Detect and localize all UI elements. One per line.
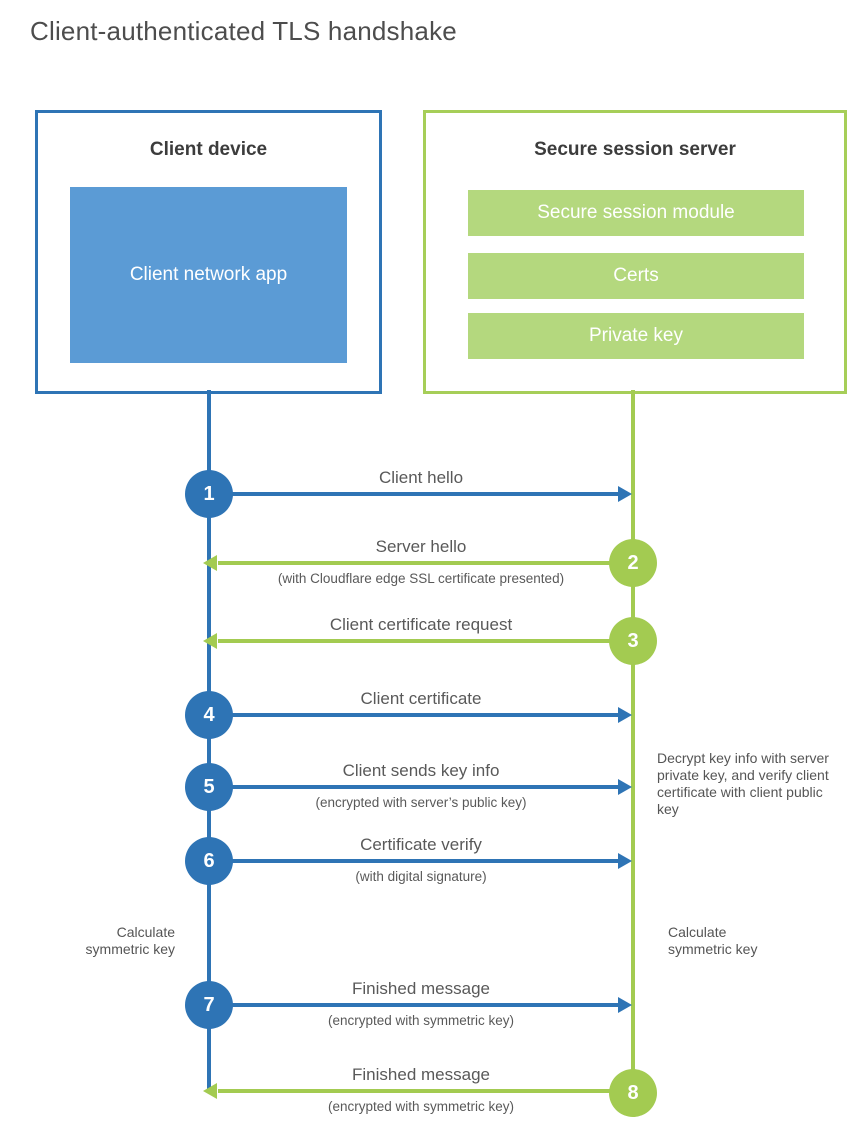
step-number: 3 — [627, 629, 639, 652]
step-label: Server hello — [375, 537, 467, 556]
calculate-symmetric-key-server: Calculate symmetric key — [668, 924, 758, 957]
step-number: 4 — [203, 703, 215, 726]
client-device-title: Client device — [149, 139, 268, 160]
arrow-line — [218, 1089, 633, 1093]
arrowhead-left-icon — [203, 633, 217, 649]
step-circle: 6 — [185, 837, 233, 885]
step-number: 2 — [627, 551, 639, 574]
step-sublabel: (encrypted with server’s public key) — [315, 795, 527, 810]
arrow-line — [209, 859, 621, 863]
arrow-line — [209, 713, 621, 717]
step-sublabel: (encrypted with symmetric key) — [327, 1099, 515, 1114]
arrowhead-right-icon — [618, 707, 632, 723]
step-number: 1 — [203, 482, 215, 505]
server-decrypt-note: Decrypt key info with server private key… — [657, 750, 829, 817]
step-circle: 5 — [185, 763, 233, 811]
secure-session-server-box: Secure session server Secure session mod… — [423, 110, 847, 394]
step-sublabel: (with digital signature) — [355, 869, 487, 884]
step-circle: 1 — [185, 470, 233, 518]
step-circle: 8 — [609, 1069, 657, 1117]
arrow-line — [209, 1003, 621, 1007]
step-number: 5 — [203, 775, 215, 798]
server-module-secure-session: Secure session module — [468, 190, 804, 236]
client-device-box: Client device Client network app — [35, 110, 382, 394]
arrow-line — [209, 785, 621, 789]
page-title: Client-authenticated TLS handshake — [30, 16, 457, 46]
arrowhead-right-icon — [618, 486, 632, 502]
server-module-private-key: Private key — [468, 313, 804, 359]
step-label: Certificate verify — [360, 835, 482, 854]
client-network-app-box: Client network app — [70, 187, 347, 363]
arrowhead-right-icon — [618, 779, 632, 795]
server-lifeline — [631, 390, 635, 1095]
step-label: Client certificate — [360, 689, 482, 708]
arrow-line — [218, 639, 633, 643]
step-sublabel: (encrypted with symmetric key) — [327, 1013, 515, 1028]
step-label: Finished message — [352, 1065, 490, 1084]
secure-session-server-title: Secure session server — [534, 139, 736, 160]
step-sublabel: (with Cloudflare edge SSL certificate pr… — [277, 571, 565, 586]
step-circle: 2 — [609, 539, 657, 587]
step-number: 7 — [203, 993, 215, 1016]
step-number: 8 — [627, 1081, 639, 1104]
client-lifeline — [207, 390, 211, 1091]
arrowhead-left-icon — [203, 1083, 217, 1099]
step-number: 6 — [203, 849, 215, 872]
step-circle: 4 — [185, 691, 233, 739]
step-label: Client sends key info — [342, 761, 500, 780]
arrow-line — [209, 492, 621, 496]
step-circle: 3 — [609, 617, 657, 665]
step-label: Finished message — [352, 979, 490, 998]
server-module-certs: Certs — [468, 253, 804, 299]
step-label: Client hello — [378, 468, 464, 487]
step-circle: 7 — [185, 981, 233, 1029]
arrowhead-left-icon — [203, 555, 217, 571]
arrow-line — [218, 561, 633, 565]
step-label: Client certificate request — [329, 615, 513, 634]
arrowhead-right-icon — [618, 997, 632, 1013]
arrowhead-right-icon — [618, 853, 632, 869]
calculate-symmetric-key-client: Calculate symmetric key — [85, 924, 175, 957]
